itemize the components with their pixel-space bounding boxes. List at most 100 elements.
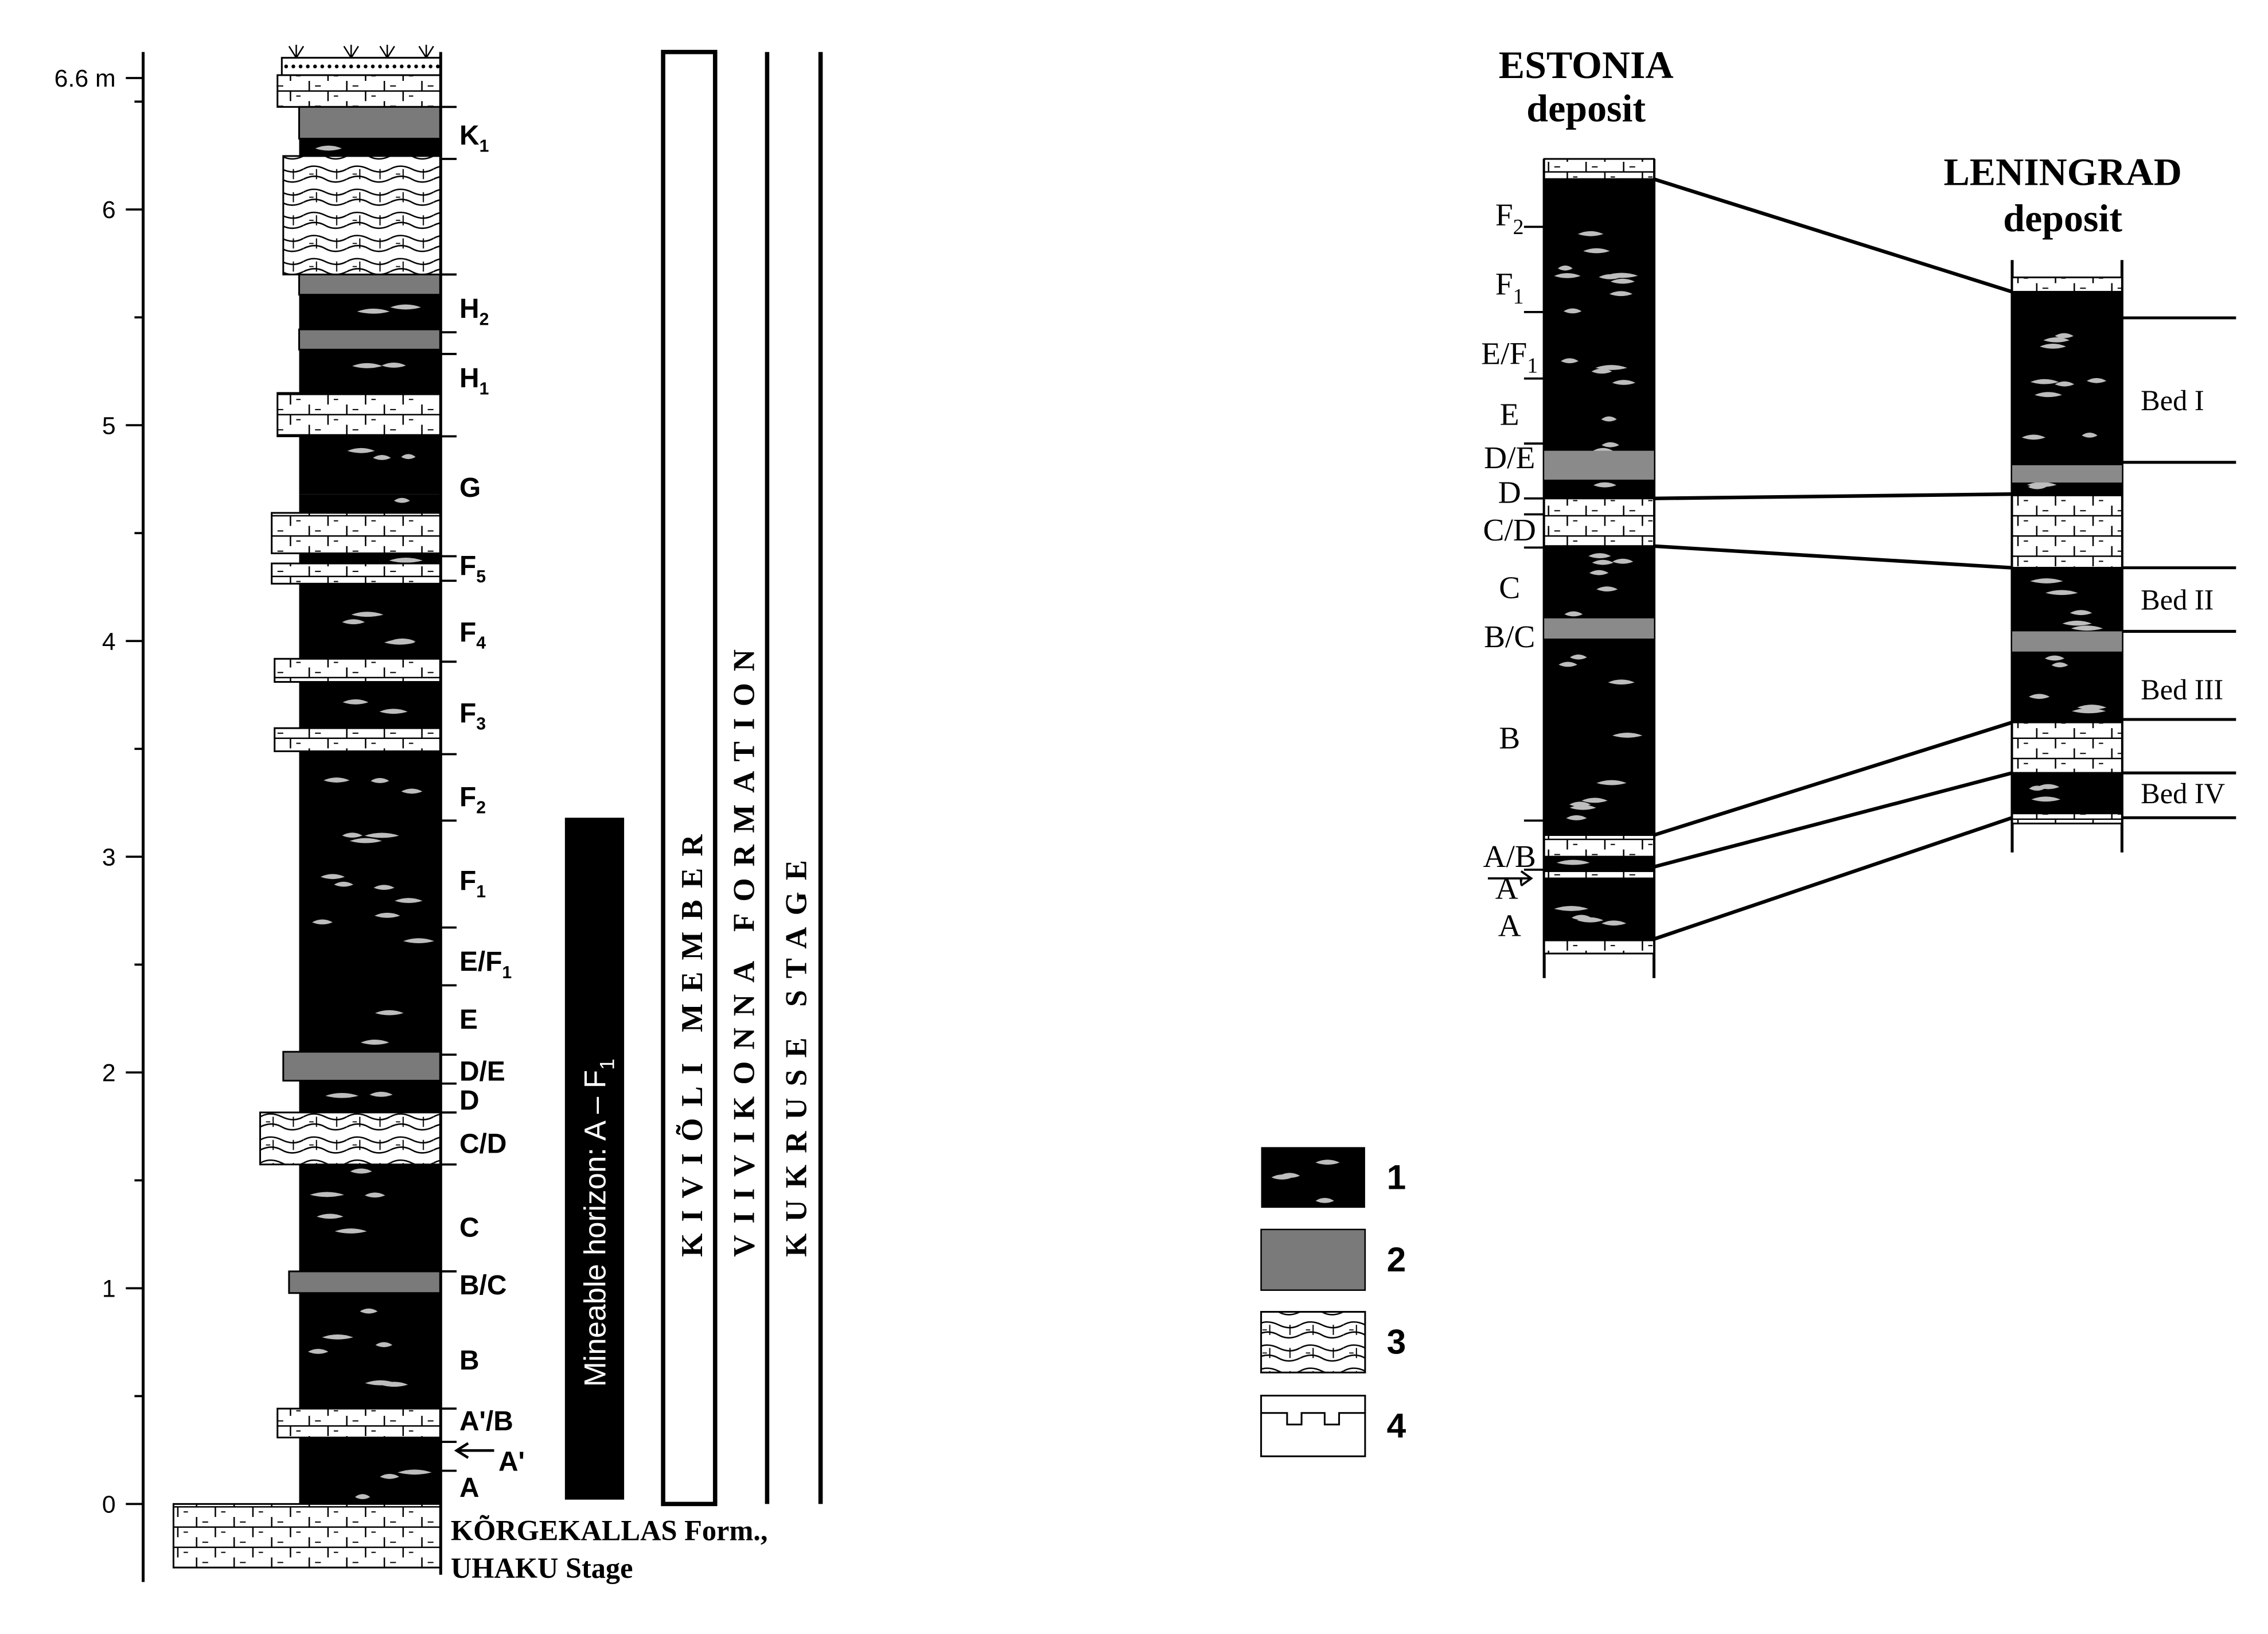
leningrad-layer-0 [2011, 276, 2123, 293]
left-layer-22 [259, 1111, 442, 1166]
correlation-line-5 [1653, 816, 2013, 941]
leningrad-gray-2 [2012, 631, 2122, 652]
leningrad-layer-4 [2011, 721, 2123, 774]
scale-label-1: 1 [102, 1275, 116, 1302]
legend-limestone-mark [1261, 1412, 1365, 1426]
left-layer-20 [282, 1051, 442, 1082]
kerogen-lens [1592, 559, 1614, 565]
left-label-13: C/D [459, 1129, 506, 1159]
left-label-17: A'/B [459, 1406, 513, 1437]
grass-mark [343, 45, 359, 59]
kerogen-lens [401, 788, 423, 794]
left-label-11: D/E [459, 1057, 505, 1087]
kerogen-lens [1315, 1160, 1340, 1165]
left-label-2: H1 [459, 363, 489, 399]
soil-dot [385, 64, 389, 69]
kerogen-lens [2082, 432, 2098, 438]
kerogen-lens [342, 619, 365, 625]
estonia-layer-5 [1543, 855, 1655, 872]
kerogen-lens [398, 1469, 432, 1475]
legend-swatch-kerogenous [1260, 1228, 1366, 1291]
kerogen-lens [325, 1092, 358, 1098]
soil-dot [313, 64, 317, 69]
estonia-label-9: B [1499, 720, 1520, 755]
kerogen-lens [2044, 655, 2065, 661]
kerogen-lens [1581, 797, 1608, 803]
soil-dot [349, 64, 353, 69]
kerogen-lens [1609, 291, 1633, 297]
correlation-line-1 [1654, 492, 2013, 500]
kerogen-lens [1583, 248, 1610, 254]
correlation-lines [1653, 177, 2013, 941]
kerogen-lens [364, 1192, 385, 1198]
leningrad-layer-2 [2011, 493, 2123, 569]
soil-dot [407, 64, 411, 69]
estonia-label-1: F1 [1495, 267, 1524, 309]
kerogen-lens [312, 919, 333, 925]
estonia-layer-8 [1543, 938, 1655, 955]
bed-label-1: Bed II [2141, 584, 2214, 616]
legend-swatch-limestone [1260, 1394, 1366, 1457]
base-stage-label: UHAKU Stage [451, 1552, 633, 1584]
soil-dot [371, 64, 375, 69]
kerogen-lens [395, 898, 423, 903]
scale-label-2: 2 [102, 1059, 116, 1087]
estonia-label-7: C [1499, 570, 1520, 605]
kerogen-lens [334, 1228, 367, 1234]
kerogen-lens [357, 308, 390, 314]
estonia-label-12: A [1498, 908, 1521, 943]
left-layer-11 [299, 494, 441, 513]
kerogen-lens [2062, 620, 2092, 626]
left-label-1: H2 [459, 294, 489, 329]
left-label-12: D [459, 1086, 480, 1116]
scale-label-5: 5 [102, 412, 116, 439]
soil-dot [435, 64, 440, 69]
soil-dot [356, 64, 361, 69]
kerogen-lens [1593, 482, 1616, 488]
kerogen-lens [320, 874, 345, 880]
kerogen-lens [347, 448, 375, 453]
estonia-layer-2 [1543, 497, 1655, 547]
kerogen-lens [393, 497, 410, 503]
kerogen-lens [364, 832, 399, 838]
estonia-label-0: F2 [1495, 197, 1524, 239]
leningrad-subtitle: deposit [2003, 196, 2122, 240]
left-layer-9 [276, 392, 442, 437]
left-label-14: C [459, 1213, 480, 1243]
mineable-horizon-label: Mineable horizon: A – F1 [578, 1059, 618, 1387]
estonia-label-4: D/E [1484, 440, 1535, 475]
soil-dot [320, 64, 325, 69]
kerogen-lens [373, 885, 395, 890]
estonia-label-3: E [1500, 396, 1519, 431]
kerogen-lens [1612, 558, 1634, 564]
kerogen-lens [2071, 625, 2103, 631]
bed-label-0: Bed I [2141, 384, 2204, 417]
kerogen-lens [1601, 416, 1617, 422]
kerogen-lens [1554, 273, 1581, 278]
legend-label-1: 1 [1387, 1157, 1406, 1196]
kerogen-lens [1577, 231, 1604, 236]
kerogen-lens [2030, 578, 2063, 583]
kerogen-lens [379, 709, 408, 714]
left-layer-12 [271, 512, 442, 554]
estonia-bc-gray [1544, 618, 1654, 639]
left-label-0: K1 [459, 120, 489, 156]
kerogen-lens [322, 1334, 353, 1340]
left-layer-15 [299, 583, 441, 659]
grass-mark [418, 45, 434, 59]
left-layer-5 [298, 273, 442, 296]
kerogen-lens [1557, 265, 1573, 271]
correlation-line-3 [1653, 721, 2013, 837]
estonia-layer-1 [1543, 178, 1655, 500]
bed-label-3: Bed IV [2141, 777, 2225, 810]
correlation-line-4 [1653, 771, 2013, 869]
kerogen-lens [1601, 920, 1627, 926]
scale-label-3: 3 [102, 843, 116, 871]
legend-label-2: 2 [1387, 1240, 1406, 1279]
kerogen-lens [307, 1348, 329, 1354]
kerogen-lens [2040, 343, 2066, 349]
kerogen-lens [2045, 590, 2078, 596]
